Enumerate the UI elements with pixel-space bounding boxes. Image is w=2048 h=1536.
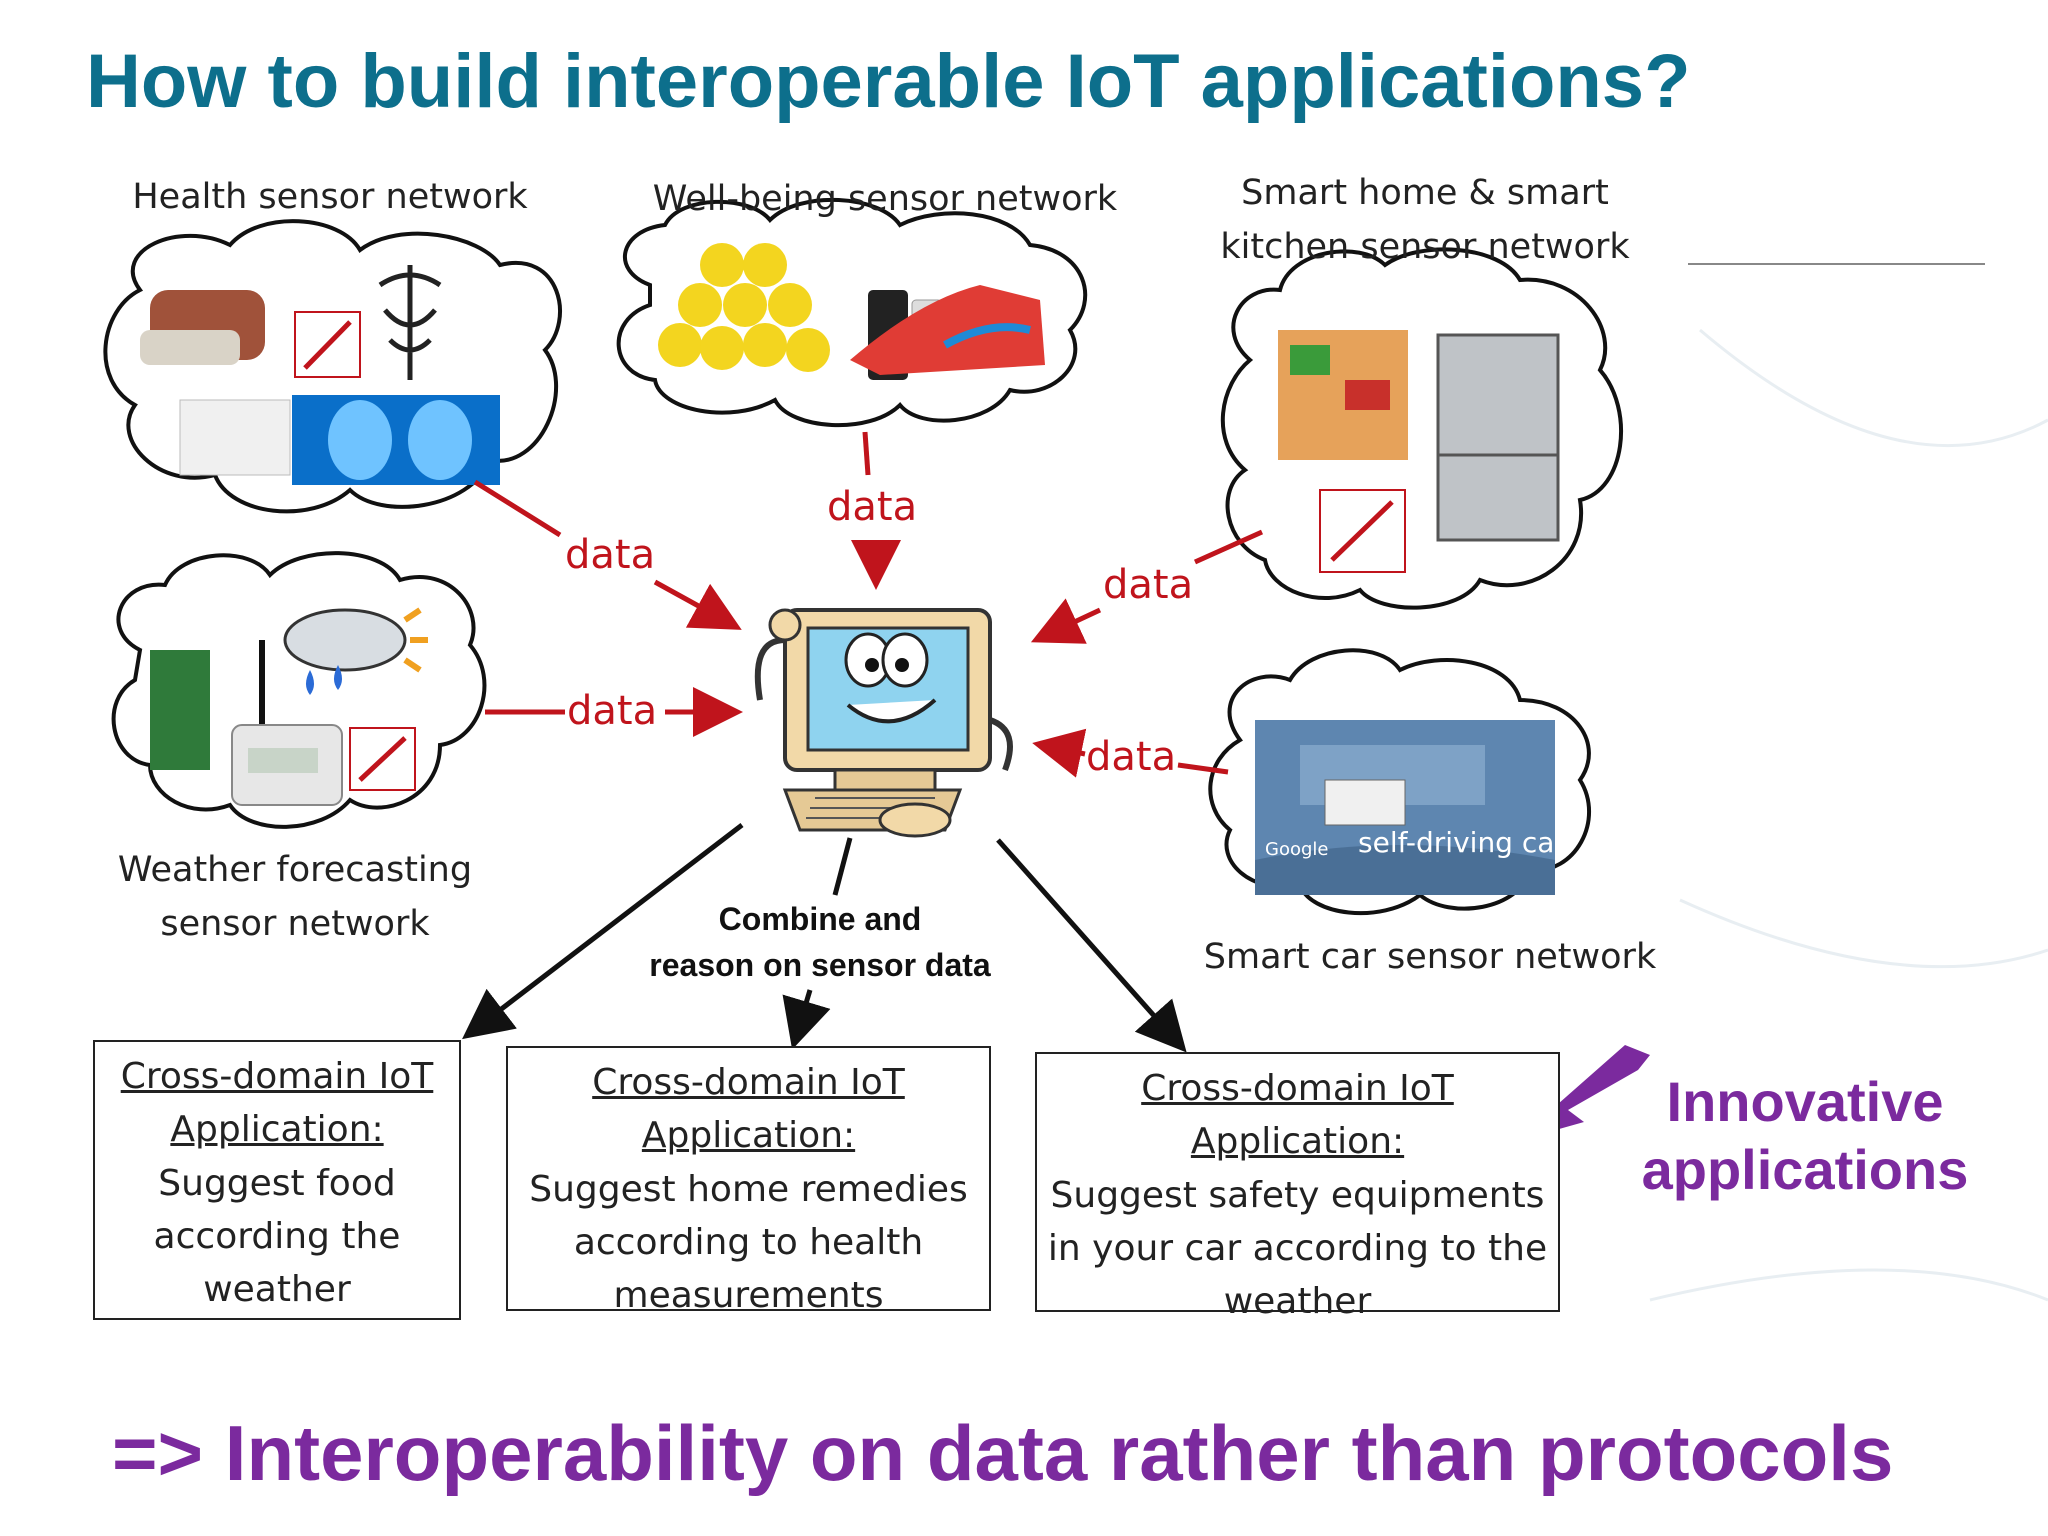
innovative-line2: applications bbox=[1641, 1138, 1969, 1202]
app-heading: Cross-domain IoT bbox=[120, 1056, 434, 1097]
footer-conclusion: => Interoperability on data rather than … bbox=[112, 1409, 1894, 1497]
wellbeing-network-label: Well-being sensor network bbox=[652, 179, 1118, 219]
app-heading: Application: bbox=[1190, 1121, 1405, 1163]
app-heading: Application: bbox=[170, 1109, 384, 1151]
weather-label-line2: sensor network bbox=[160, 904, 430, 945]
app-line: weather bbox=[1223, 1281, 1372, 1323]
smarthome-images bbox=[1278, 330, 1560, 573]
app-line: Suggest home remedies bbox=[529, 1168, 968, 1210]
output-arrows bbox=[462, 823, 1187, 1053]
app-line: Suggest food bbox=[158, 1162, 396, 1204]
app-box-food: Cross-domain IoT Application: Suggest fo… bbox=[93, 1040, 461, 1320]
data-label-smarthome: data bbox=[1103, 562, 1194, 608]
health-images bbox=[140, 265, 500, 485]
app-line: according the bbox=[153, 1215, 401, 1257]
weather-images bbox=[150, 607, 428, 806]
car-network-label: Smart car sensor network bbox=[1203, 937, 1657, 977]
data-label-car: data bbox=[1086, 734, 1177, 780]
combine-caption: Combine and reason on sensor data bbox=[620, 896, 1020, 989]
weather-network-label: Weather forecasting sensor network bbox=[95, 843, 495, 952]
smarthome-label-line2: kitchen sensor network bbox=[1220, 227, 1630, 268]
app-line: Suggest safety equipments bbox=[1050, 1174, 1545, 1216]
app-line: measurements bbox=[613, 1275, 884, 1317]
wellbeing-images bbox=[658, 243, 1045, 380]
weather-label-line1: Weather forecasting bbox=[117, 850, 473, 890]
combine-line1: Combine and bbox=[718, 901, 922, 937]
app-box-remedies: Cross-domain IoT Application: Suggest ho… bbox=[506, 1046, 991, 1316]
health-network-label: Health sensor network bbox=[132, 177, 528, 217]
arrow-smarthome bbox=[1193, 529, 1264, 565]
car-image bbox=[1255, 720, 1555, 895]
innovative-line1: Innovative bbox=[1666, 1070, 1944, 1133]
data-arrows bbox=[473, 431, 1264, 778]
arrow-car bbox=[1177, 762, 1229, 775]
app-heading: Cross-domain IoT bbox=[1141, 1068, 1454, 1109]
combine-line2: reason on sensor data bbox=[649, 947, 991, 984]
smarthome-network-label: Smart home & smart kitchen sensor networ… bbox=[1175, 166, 1675, 275]
arrow-health bbox=[473, 479, 562, 538]
app-line: weather bbox=[203, 1269, 351, 1311]
smarthome-label-line1: Smart home & smart bbox=[1241, 173, 1609, 213]
slide-title: How to build interoperable IoT applicati… bbox=[86, 39, 1691, 124]
car-logo: Google bbox=[1265, 839, 1328, 860]
innovative-applications-label: Innovative applications bbox=[1630, 1068, 1980, 1205]
data-label-wellbeing: data bbox=[827, 484, 918, 530]
app-heading: Application: bbox=[641, 1115, 856, 1157]
car-sign: self-driving car bbox=[1358, 826, 1566, 859]
background-decoration bbox=[1649, 263, 2048, 1302]
app-line: according to health bbox=[573, 1221, 924, 1263]
data-label-weather: data bbox=[567, 688, 658, 734]
app-line: in your car according to the bbox=[1047, 1227, 1548, 1269]
arrow-wellbeing bbox=[862, 431, 871, 476]
app-heading: Cross-domain IoT bbox=[592, 1062, 905, 1103]
data-label-health: data bbox=[565, 532, 656, 578]
app-box-safety: Cross-domain IoT Application: Suggest sa… bbox=[1035, 1052, 1560, 1322]
computer-mascot bbox=[754, 608, 1013, 838]
